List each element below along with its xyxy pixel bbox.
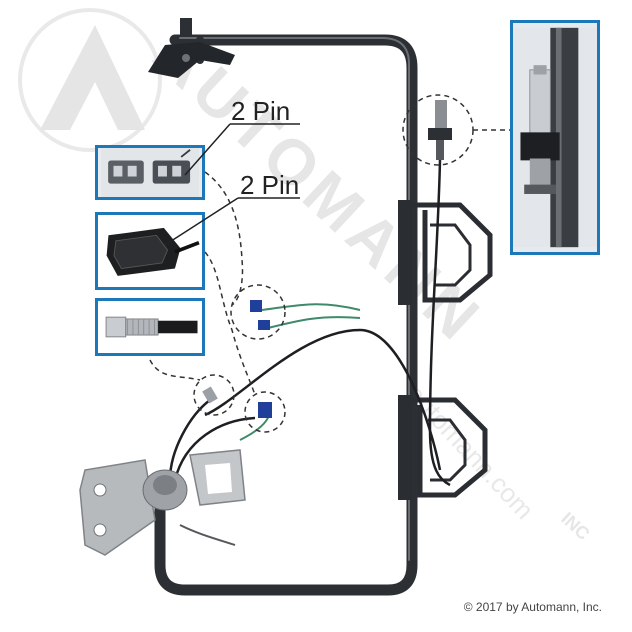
watermark-circle — [18, 8, 162, 152]
weatherpack-connector-photo — [99, 215, 201, 287]
weatherpack-connector-inset — [95, 212, 205, 290]
copyright-text: © 2017 by Automann, Inc. — [463, 600, 602, 614]
wire-harness — [168, 159, 451, 487]
connector-mid — [258, 320, 270, 330]
frame-tube-highlight — [179, 37, 410, 561]
connector-upper — [250, 300, 262, 312]
watermark-a-logo — [40, 25, 145, 130]
antenna-mount-detail-inset — [510, 20, 600, 255]
two-pin-connector-photo — [101, 148, 199, 197]
upper-bracket — [398, 200, 493, 305]
watermark-sub-text: INC — [557, 508, 593, 544]
two-pin-label-top: 2 Pin — [231, 96, 291, 126]
callout-coax-circle — [193, 374, 235, 416]
base-plate — [79, 449, 246, 556]
coax-end — [202, 386, 218, 404]
lower-bracket — [398, 395, 488, 500]
blue-connectors — [250, 300, 272, 418]
antenna-mount — [428, 100, 452, 160]
antenna-mount-detail-photo — [513, 27, 597, 248]
callout-connector-circle — [244, 391, 286, 433]
callout-lines — [149, 94, 510, 433]
coax-connector-photo — [100, 301, 200, 353]
top-clamp — [148, 18, 235, 78]
callout-2pin-circle — [230, 284, 286, 340]
two-pin-label-mid: 2 Pin — [240, 170, 300, 200]
connector-lower — [258, 402, 272, 418]
coax-connector-inset — [95, 298, 205, 356]
two-pin-connector-inset — [95, 145, 205, 200]
